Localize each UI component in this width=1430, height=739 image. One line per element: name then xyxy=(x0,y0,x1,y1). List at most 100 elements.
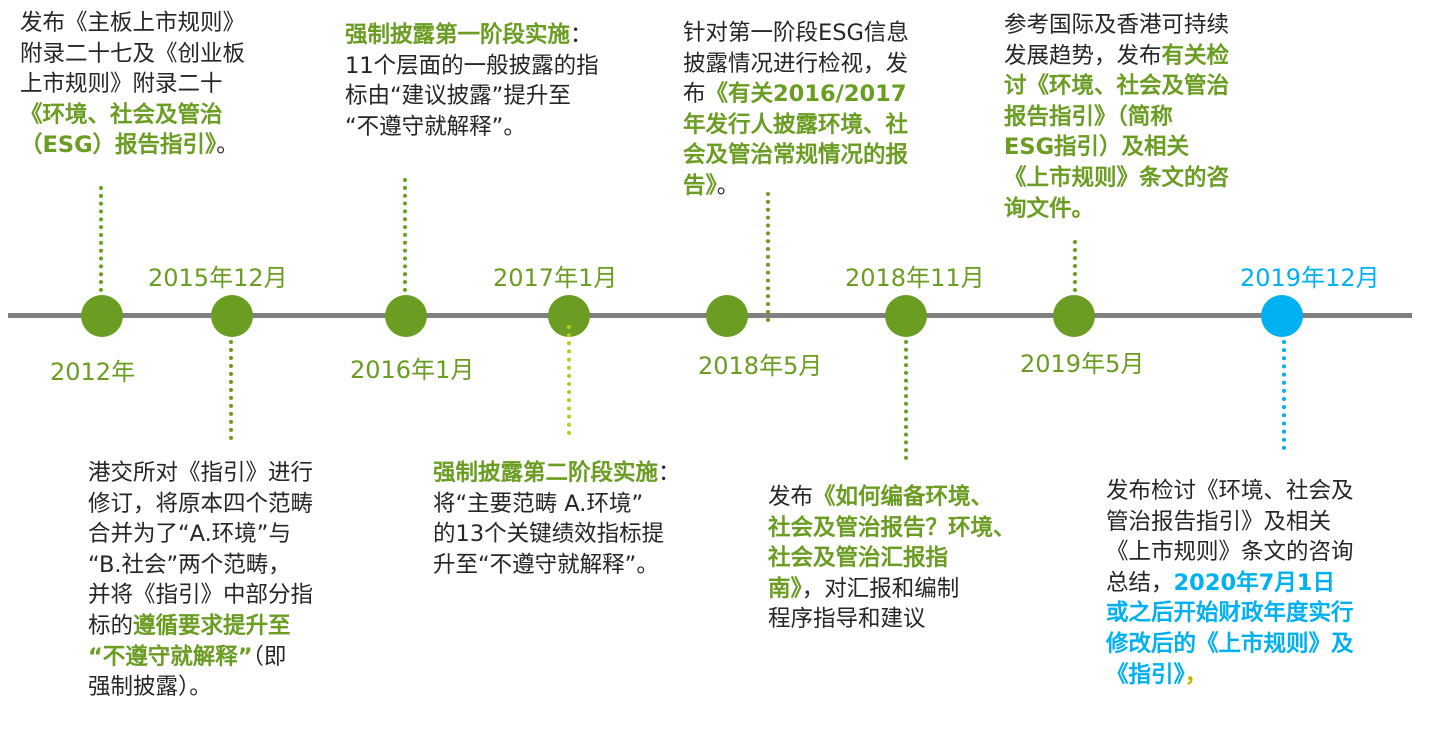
highlight: 强制披露第二阶段实施 xyxy=(433,460,659,486)
event-2017-1-text: 强制披露第二阶段实施： 将“主要范畴 A.环境” 的13个关键绩效指标提 升至“… xyxy=(433,458,753,580)
text-line: 上市规则》附录二十 xyxy=(20,71,223,98)
highlight: （ESG）报告指引》 xyxy=(20,132,217,159)
highlight: 强制披露第一阶段实施 xyxy=(345,22,571,48)
highlight: 有关检 xyxy=(1161,42,1230,69)
text-fragment: ： xyxy=(658,460,681,486)
text-fragment: 布 xyxy=(683,81,706,108)
text-fragment: 标的 xyxy=(88,612,134,639)
text-line: 标的遵循要求提升至 xyxy=(88,611,398,642)
connector-2012 xyxy=(99,186,103,292)
text-line: 讨《环境、社会及管治 xyxy=(1004,73,1230,100)
text-line: 发布《主板上市规则》 xyxy=(20,10,246,36)
text-line: 告》。 xyxy=(683,171,983,202)
highlight: 《如何编备环境、 xyxy=(813,484,994,510)
text-line: 《上市规则》条文的咨 xyxy=(1004,164,1230,191)
text-line: 港交所对《指引》进行 xyxy=(88,460,314,486)
text-line: 社会及管治汇报指 xyxy=(768,545,949,572)
text-line: 程序指导和建议 xyxy=(768,606,926,633)
connector-2018-11 xyxy=(904,340,908,460)
date-2012: 2012年 xyxy=(50,358,136,386)
event-2016-1-text: 强制披露第一阶段实施： 11个层面的一般披露的指 标由“建议披露”提升至 “不遵… xyxy=(345,20,665,142)
node-2019-12 xyxy=(1261,295,1303,337)
text-line: 标由“建议披露”提升至 xyxy=(345,83,571,110)
text-line: （ESG）报告指引》。 xyxy=(20,130,320,161)
text-line: 发展趋势，发布有关检 xyxy=(1004,41,1294,72)
node-2019-5 xyxy=(1053,295,1095,337)
connector-2018-5 xyxy=(766,192,770,322)
highlight: 遵循要求提升至 xyxy=(133,612,291,639)
text-line: “B.社会”两个范畴， xyxy=(88,551,291,578)
text-line: 询文件。 xyxy=(1004,195,1095,222)
connector-2015-12 xyxy=(229,340,233,440)
date-2018-11: 2018年11月 xyxy=(845,264,985,292)
text-line: 报告指引》（简称 xyxy=(1004,103,1173,130)
text-line: 南》，对汇报和编制 xyxy=(768,574,1068,605)
text-fragment: 发布 xyxy=(768,484,814,510)
text-line: 总结，2020年7月1日 xyxy=(1106,568,1424,599)
text-line: 披露情况进行检视，发 xyxy=(683,50,909,77)
highlight: 《指引》 xyxy=(1106,661,1185,688)
text-line: “不遵守就解释”。 xyxy=(345,113,526,140)
text-line: 发布《如何编备环境、 xyxy=(768,482,1068,513)
text-line: 将“主要范畴 A.环境” xyxy=(433,490,644,517)
event-2018-5-text: 针对第一阶段ESG信息 披露情况进行检视，发 布《有关2016/2017 年发行… xyxy=(683,18,983,202)
event-2019-12-text: 发布检讨《环境、社会及 管治报告指引》及相关 《上市规则》条文的咨询 总结，20… xyxy=(1106,476,1424,690)
text-line: 并将《指引》中部分指 xyxy=(88,582,314,609)
text-line: 修改后的《上市规则》及 xyxy=(1106,630,1354,657)
connector-2019-5 xyxy=(1073,240,1077,292)
text-fragment: （即 xyxy=(252,643,287,670)
text-fragment: 。 xyxy=(716,172,740,199)
text-fragment: ： xyxy=(570,22,593,48)
text-line: 社会及管治报告？环境、 xyxy=(768,514,1016,541)
text-line: 强制披露第二阶段实施： xyxy=(433,458,753,489)
text-fragment: 发展趋势，发布 xyxy=(1004,42,1162,69)
text-line: “不遵守就解释”（即 xyxy=(88,642,398,673)
node-2012 xyxy=(81,295,123,337)
text-line: 针对第一阶段ESG信息 xyxy=(683,20,909,46)
node-2018-11 xyxy=(885,295,927,337)
date-2019-12: 2019年12月 xyxy=(1240,264,1380,292)
date-2019-5: 2019年5月 xyxy=(1020,350,1145,378)
node-2016-1 xyxy=(385,295,427,337)
node-2015-12 xyxy=(211,295,253,337)
text-line: 年发行人披露环境、社 xyxy=(683,111,909,138)
text-fragment: 总结， xyxy=(1106,569,1174,596)
text-line: 11个层面的一般披露的指 xyxy=(345,52,599,79)
highlight: 《有关2016/2017 xyxy=(705,81,907,108)
highlight: “不遵守就解释” xyxy=(88,643,253,670)
text-line: 合并为了“A.环境”与 xyxy=(88,521,291,548)
text-line: 或之后开始财政年度实行 xyxy=(1106,600,1354,627)
text-line: 强制披露第一阶段实施： xyxy=(345,20,665,51)
date-2016-1: 2016年1月 xyxy=(350,356,475,384)
text-line: 附录二十七及《创业板 xyxy=(20,40,246,67)
highlight: 告》 xyxy=(683,172,717,199)
text-line: 的13个关键绩效指标提 xyxy=(433,521,665,548)
text-line: 《上市规则》条文的咨询 xyxy=(1106,539,1354,566)
text-line: 管治报告指引》及相关 xyxy=(1106,508,1332,535)
connector-2019-12 xyxy=(1282,340,1286,450)
text-line: 《环境、社会及管治 xyxy=(20,101,223,128)
text-line: 布《有关2016/2017 xyxy=(683,79,983,110)
text-fragment: ，对汇报和编制 xyxy=(801,575,960,602)
event-2015-12-text: 港交所对《指引》进行 修订，将原本四个范畴 合并为了“A.环境”与 “B.社会”… xyxy=(88,458,398,703)
text-line: 《指引》， xyxy=(1106,660,1424,691)
event-2019-5-text: 参考国际及香港可持续 发展趋势，发布有关检 讨《环境、社会及管治 报告指引》（简… xyxy=(1004,10,1294,224)
connector-2016-1 xyxy=(403,178,407,292)
text-fragment: ， xyxy=(1184,661,1208,688)
text-line: 修订，将原本四个范畴 xyxy=(88,490,314,517)
event-2018-11-text: 发布《如何编备环境、 社会及管治报告？环境、 社会及管治汇报指 南》，对汇报和编… xyxy=(768,482,1068,635)
text-line: 会及管治常规情况的报 xyxy=(683,142,909,169)
highlight: 南》 xyxy=(768,575,802,602)
date-2018-5: 2018年5月 xyxy=(698,352,823,380)
date-2017-1: 2017年1月 xyxy=(493,264,618,292)
date-2015-12: 2015年12月 xyxy=(148,264,288,292)
text-line: 发布检讨《环境、社会及 xyxy=(1106,478,1354,504)
node-2018-5 xyxy=(706,295,748,337)
text-line: 升至“不遵守就解释”。 xyxy=(433,551,659,578)
text-line: 强制披露）。 xyxy=(88,674,212,701)
connector-2017-1 xyxy=(567,325,571,435)
text-fragment: 。 xyxy=(216,132,239,159)
text-line: ESG指引）及相关 xyxy=(1004,134,1190,161)
event-2012-text: 发布《主板上市规则》 附录二十七及《创业板 上市规则》附录二十 《环境、社会及管… xyxy=(20,8,320,161)
highlight: 2020年7月1日 xyxy=(1173,569,1335,596)
